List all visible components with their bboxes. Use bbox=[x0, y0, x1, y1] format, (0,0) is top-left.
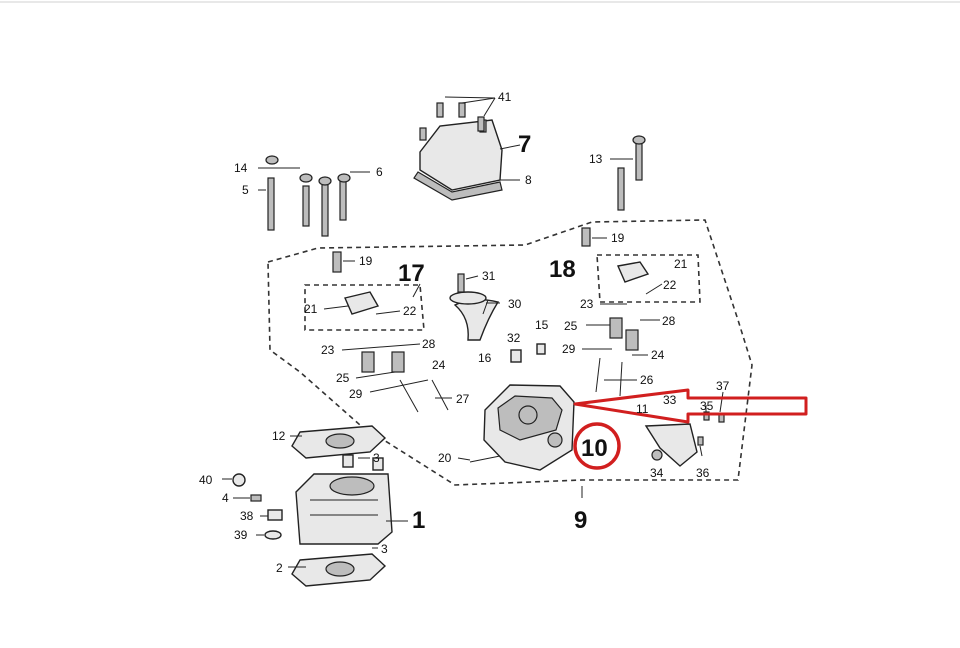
label-21b: 21 bbox=[674, 257, 688, 271]
label-13: 13 bbox=[589, 152, 603, 166]
plug-15-part bbox=[536, 343, 546, 355]
label-25a: 25 bbox=[336, 371, 350, 385]
label-5: 5 bbox=[242, 183, 249, 197]
label-28b: 28 bbox=[662, 314, 676, 328]
label-31: 31 bbox=[482, 269, 496, 283]
label-22b: 22 bbox=[663, 278, 677, 292]
dowel-3a-part bbox=[342, 454, 354, 468]
cam-sprocket-part bbox=[449, 291, 487, 305]
label-21a: 21 bbox=[304, 302, 318, 316]
label-37: 37 bbox=[716, 379, 730, 393]
label-32: 32 bbox=[507, 331, 521, 345]
bolt-36-part bbox=[697, 436, 704, 446]
valve-cover-part bbox=[413, 119, 503, 201]
gasket-bore bbox=[325, 433, 355, 449]
label-20: 20 bbox=[438, 451, 452, 465]
label-10: 10 bbox=[581, 435, 608, 462]
bolt-31-part bbox=[457, 273, 465, 293]
leader-lines bbox=[222, 144, 724, 568]
label-28a: 28 bbox=[422, 337, 436, 351]
label-19b: 19 bbox=[611, 231, 625, 245]
cap-32-part bbox=[510, 349, 522, 363]
label-7: 7 bbox=[518, 131, 531, 158]
base-gasket-bore bbox=[325, 561, 355, 577]
label-29b: 29 bbox=[562, 342, 576, 356]
label-16: 16 bbox=[478, 351, 492, 365]
label-41: 41 bbox=[498, 90, 512, 104]
cover-bolts-part bbox=[436, 96, 496, 132]
label-39: 39 bbox=[234, 528, 248, 542]
label-3b: 3 bbox=[381, 542, 388, 556]
cylinder-head-part bbox=[483, 384, 575, 471]
label-4: 4 bbox=[222, 491, 229, 505]
dowel-3b-part bbox=[372, 457, 384, 471]
highlight-arrow bbox=[573, 388, 808, 424]
label-33: 33 bbox=[663, 393, 677, 407]
label-9: 9 bbox=[574, 507, 587, 534]
fitting-38-part bbox=[267, 509, 283, 521]
label-40: 40 bbox=[199, 473, 213, 487]
cylinder-block-part bbox=[295, 473, 393, 545]
ring-39-part bbox=[264, 530, 282, 540]
rocker-arm-17-part bbox=[344, 291, 380, 315]
label-34: 34 bbox=[650, 466, 664, 480]
label-1: 1 bbox=[412, 507, 425, 534]
subassembly-18-boundary bbox=[596, 254, 701, 303]
dowel-pin-left-part bbox=[332, 251, 342, 273]
valve-springs-left-part bbox=[361, 351, 449, 413]
label-29a: 29 bbox=[349, 387, 363, 401]
label-11: 11 bbox=[636, 402, 649, 416]
highlight-circle bbox=[573, 422, 621, 470]
stud-20-part bbox=[469, 455, 501, 463]
label-15: 15 bbox=[535, 318, 549, 332]
label-3a: 3 bbox=[373, 451, 380, 465]
label-17: 17 bbox=[398, 260, 425, 287]
dowel-pin-right-part bbox=[581, 227, 591, 247]
label-27: 27 bbox=[456, 392, 470, 406]
label-22a: 22 bbox=[403, 304, 417, 318]
label-2: 2 bbox=[276, 561, 283, 575]
assembly-9-boundary bbox=[267, 219, 753, 486]
label-38: 38 bbox=[240, 509, 254, 523]
label-30: 30 bbox=[508, 297, 522, 311]
label-18: 18 bbox=[549, 256, 576, 283]
label-23a: 23 bbox=[321, 343, 335, 357]
intake-manifold-part bbox=[644, 423, 698, 467]
label-23b: 23 bbox=[580, 297, 594, 311]
rocker-arm-18-part bbox=[617, 261, 650, 283]
label-26: 26 bbox=[640, 373, 654, 387]
valve-springs-right-part bbox=[595, 317, 639, 397]
label-8: 8 bbox=[525, 173, 532, 187]
nut-34-part bbox=[651, 449, 663, 461]
label-35: 35 bbox=[700, 399, 714, 413]
label-24b: 24 bbox=[651, 348, 665, 362]
chain-guide-part bbox=[453, 298, 500, 341]
label-14: 14 bbox=[234, 161, 248, 175]
long-bolt-part bbox=[617, 135, 646, 211]
label-19a: 19 bbox=[359, 254, 373, 268]
label-24a: 24 bbox=[432, 358, 446, 372]
label-25b: 25 bbox=[564, 319, 578, 333]
label-12: 12 bbox=[272, 429, 286, 443]
subassembly-17-boundary bbox=[304, 284, 425, 331]
label-36: 36 bbox=[696, 466, 710, 480]
label-6: 6 bbox=[376, 165, 383, 179]
bolt-4-part bbox=[250, 494, 262, 502]
cylinder-studs-part bbox=[265, 155, 351, 237]
plug-40-part bbox=[232, 473, 246, 487]
